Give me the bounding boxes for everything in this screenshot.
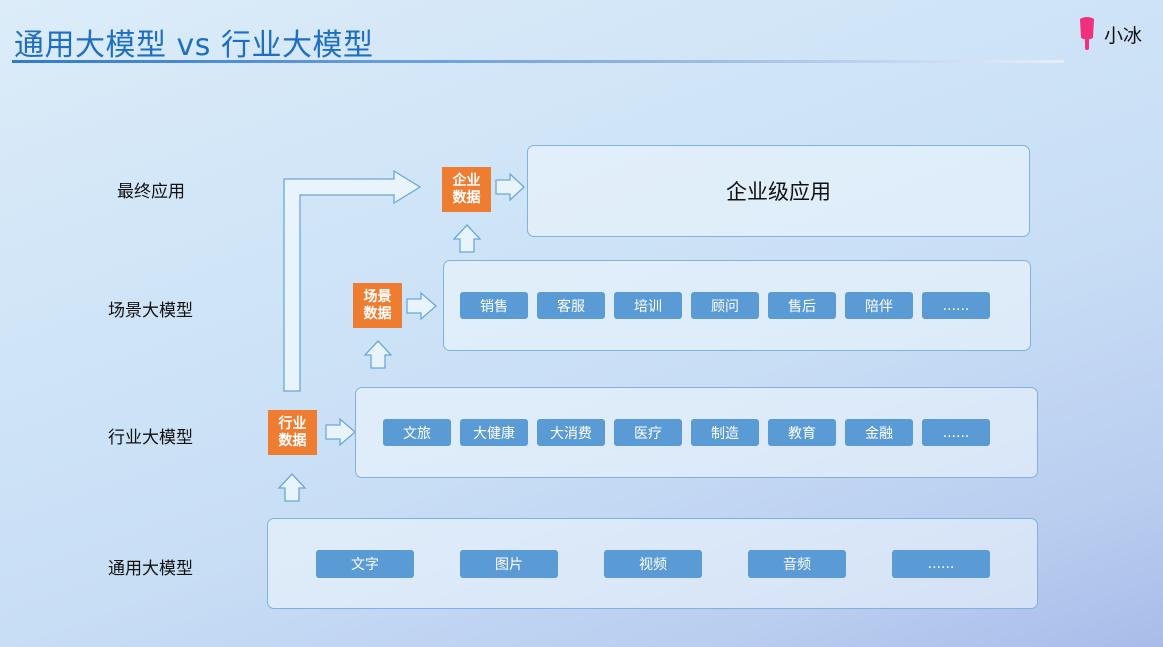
- general-panel: 文字 图片 视频 音频 ......: [267, 518, 1038, 609]
- right-arrow-scenario: [406, 291, 437, 321]
- logo: 小冰: [1076, 16, 1142, 52]
- up-arrow-industry: [277, 473, 307, 502]
- general-chip: 图片: [460, 550, 558, 578]
- enterprise-data-line1: 企业: [452, 172, 481, 189]
- industry-panel: 文旅 大健康 大消费 医疗 制造 教育 金融 ......: [355, 387, 1038, 478]
- industry-chip: 大健康: [460, 419, 528, 446]
- right-arrow-enterprise: [495, 172, 525, 202]
- industry-chip: 文旅: [383, 419, 451, 446]
- scenario-chip: 客服: [537, 292, 605, 319]
- general-chip: 视频: [604, 550, 702, 578]
- scenario-chip: ......: [922, 292, 990, 319]
- row-label-scenario: 场景大模型: [108, 301, 193, 321]
- industry-chip: ......: [922, 419, 990, 446]
- scenario-panel: 销售 客服 培训 顾问 售后 陪伴 ......: [443, 260, 1031, 351]
- enterprise-app-title: 企业级应用: [726, 180, 831, 204]
- scenario-chip: 售后: [768, 292, 836, 319]
- scenario-chip: 陪伴: [845, 292, 913, 319]
- title-underline: [12, 60, 1064, 63]
- scenario-data-line1: 场景: [363, 288, 392, 305]
- industry-chip: 医疗: [614, 419, 682, 446]
- logo-text: 小冰: [1104, 24, 1143, 47]
- up-arrow-scenario: [363, 340, 393, 369]
- general-chip: 音频: [748, 550, 846, 578]
- enterprise-data-line2: 数据: [452, 189, 481, 206]
- scenario-chip: 销售: [460, 292, 528, 319]
- industry-data-line1: 行业: [278, 415, 307, 432]
- popsicle-icon: [1080, 17, 1094, 50]
- industry-data-box: 行业 数据: [268, 410, 317, 455]
- general-chip: 文字: [316, 550, 414, 578]
- industry-chip: 金融: [845, 419, 913, 446]
- scenario-data-box: 场景 数据: [353, 283, 402, 328]
- up-arrow-enterprise: [452, 224, 482, 253]
- page-title: 通用大模型 vs 行业大模型: [14, 28, 374, 63]
- row-label-final: 最终应用: [117, 182, 185, 202]
- scenario-chip: 顾问: [691, 292, 759, 319]
- industry-chip: 大消费: [537, 419, 605, 446]
- bypass-arrow: [283, 169, 422, 392]
- industry-chip: 制造: [691, 419, 759, 446]
- enterprise-data-box: 企业 数据: [442, 167, 491, 212]
- enterprise-app-panel: 企业级应用: [527, 145, 1030, 237]
- row-label-general: 通用大模型: [108, 559, 193, 579]
- row-label-industry: 行业大模型: [108, 428, 193, 448]
- scenario-chip: 培训: [614, 292, 682, 319]
- general-chip: ......: [892, 550, 990, 578]
- right-arrow-industry: [325, 417, 356, 447]
- industry-chip: 教育: [768, 419, 836, 446]
- scenario-data-line2: 数据: [363, 305, 392, 322]
- industry-data-line2: 数据: [278, 432, 307, 449]
